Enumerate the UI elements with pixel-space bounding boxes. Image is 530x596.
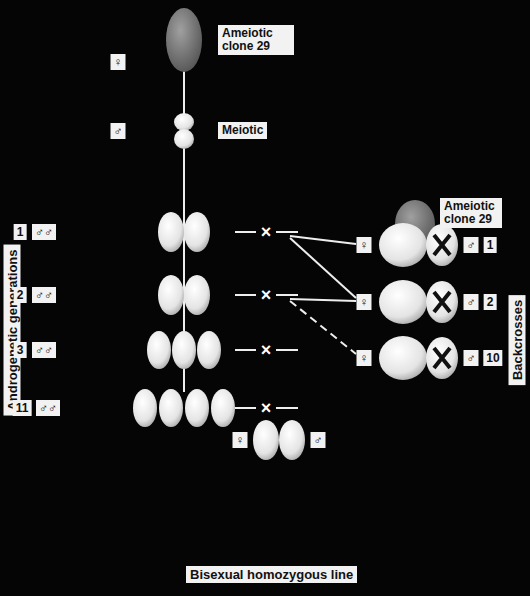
cocoon-quad bbox=[133, 389, 235, 427]
cocoon bbox=[174, 113, 194, 149]
backcross-pair bbox=[379, 336, 458, 380]
backcross-pair bbox=[379, 280, 458, 324]
node-text: Meiotic bbox=[222, 124, 263, 137]
cross-sign: × bbox=[261, 223, 272, 241]
label-box: Ameiotic clone 29 bbox=[218, 25, 294, 55]
label-box: Ameiotic clone 29 bbox=[440, 198, 502, 228]
generation-number: 1 bbox=[14, 224, 27, 240]
sex-symbol: ♂♂ bbox=[32, 342, 56, 358]
backcross-number: 1 bbox=[484, 237, 497, 253]
sex-symbol: ♂♂ bbox=[36, 400, 60, 416]
cocoon-triple bbox=[147, 331, 221, 369]
cocoon-pair bbox=[158, 275, 210, 315]
sex-symbol: ♂ bbox=[311, 432, 326, 448]
node-text: Ameiotic clone 29 bbox=[222, 27, 290, 53]
sex-symbol: ♂♂ bbox=[32, 224, 56, 240]
cross-dashes bbox=[235, 232, 298, 408]
sex-symbol: ♂♂ bbox=[32, 287, 56, 303]
sex-symbol: ♂ bbox=[464, 237, 479, 253]
sex-symbol: ♀ bbox=[111, 54, 126, 70]
backcross-number: 10 bbox=[483, 350, 502, 366]
backcross-pair bbox=[379, 223, 458, 267]
label-box: Meiotic bbox=[218, 122, 267, 139]
sex-symbol: ♀ bbox=[357, 294, 372, 310]
sex-symbol: ♂ bbox=[464, 350, 479, 366]
cross-sign: × bbox=[261, 341, 272, 359]
sex-symbol: ♀ bbox=[357, 237, 372, 253]
node-text: Bisexual homozygous line bbox=[190, 568, 353, 581]
sex-symbol: ♀ bbox=[357, 350, 372, 366]
backcross-number: 2 bbox=[484, 294, 497, 310]
label-box: Bisexual homozygous line bbox=[186, 566, 357, 583]
generation-number: 2 bbox=[14, 287, 27, 303]
generation-number: 3 bbox=[14, 342, 27, 358]
generation-number: 11 bbox=[13, 400, 32, 416]
cocoon-pair bbox=[158, 212, 210, 252]
sex-symbol: ♀ bbox=[233, 432, 248, 448]
cross-lines bbox=[290, 236, 356, 354]
sex-symbol: ♂ bbox=[464, 294, 479, 310]
cross-sign: × bbox=[261, 286, 272, 304]
node-text: Ameiotic clone 29 bbox=[444, 200, 498, 226]
cocoon bbox=[166, 8, 202, 72]
sex-symbol: ♂ bbox=[111, 123, 126, 139]
axis-label: Androgenetic generations bbox=[4, 244, 21, 415]
axis-label: Backcrosses bbox=[509, 295, 526, 385]
cocoon-pair bbox=[253, 420, 305, 460]
cross-sign: × bbox=[261, 399, 272, 417]
